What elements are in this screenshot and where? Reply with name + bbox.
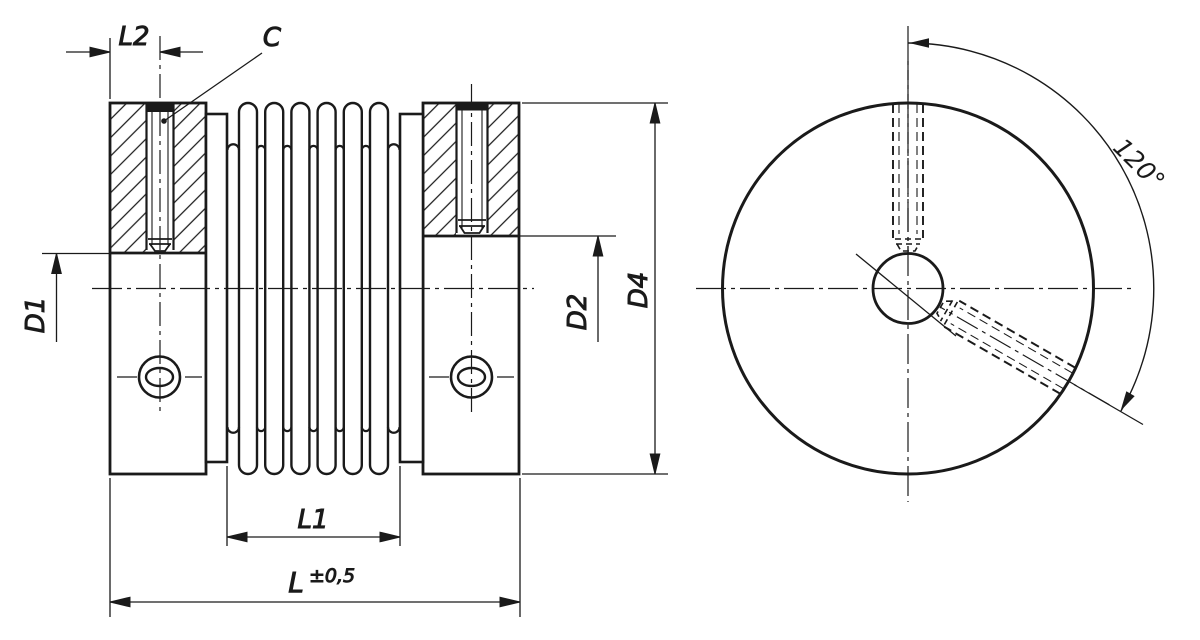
dim-label-c: C xyxy=(263,23,282,53)
trough-bottom-edge xyxy=(386,426,401,434)
trough-bottom-edge xyxy=(226,426,241,434)
screw-head-cap xyxy=(145,103,175,112)
dimension-d2: D2 xyxy=(519,235,616,342)
dim-label-l: L xyxy=(288,566,304,599)
hatch-area xyxy=(424,104,456,235)
angle-extension-line xyxy=(1073,383,1144,426)
dimension-l1: L1 xyxy=(226,466,401,546)
dim-label-l1: L1 xyxy=(297,505,328,535)
trough-top-edge xyxy=(226,143,241,151)
dim-label-d4: D4 xyxy=(624,272,654,309)
hatch-area xyxy=(111,104,146,252)
left-set-screw-section xyxy=(145,103,175,252)
dim-label-l2: L2 xyxy=(118,22,149,52)
hub-outer-circle xyxy=(721,101,1095,476)
bore-circle xyxy=(871,252,945,325)
dimension-l2: L2 xyxy=(66,22,203,99)
dim-label-d2: D2 xyxy=(563,294,593,331)
dimension-d4: D4 xyxy=(522,102,668,475)
dimensions: L2 C D1 D2 D4 xyxy=(21,22,668,617)
hatch-area xyxy=(174,104,206,252)
dimension-d1: D1 xyxy=(21,252,110,342)
side-view xyxy=(92,36,534,476)
angle-dimension-arc xyxy=(907,42,1155,412)
section-hatching xyxy=(111,104,519,252)
dim-label-l-tolerance: ±0,5 xyxy=(309,565,355,587)
dimension-c-callout: C xyxy=(161,23,282,124)
leader-dot xyxy=(161,118,167,124)
trough-top-edge xyxy=(386,143,401,151)
dimension-l: L ±0,5 xyxy=(109,478,521,617)
hatch-area xyxy=(488,104,519,235)
dim-label-d1: D1 xyxy=(21,297,51,334)
bore-diagonal-line xyxy=(855,253,957,337)
